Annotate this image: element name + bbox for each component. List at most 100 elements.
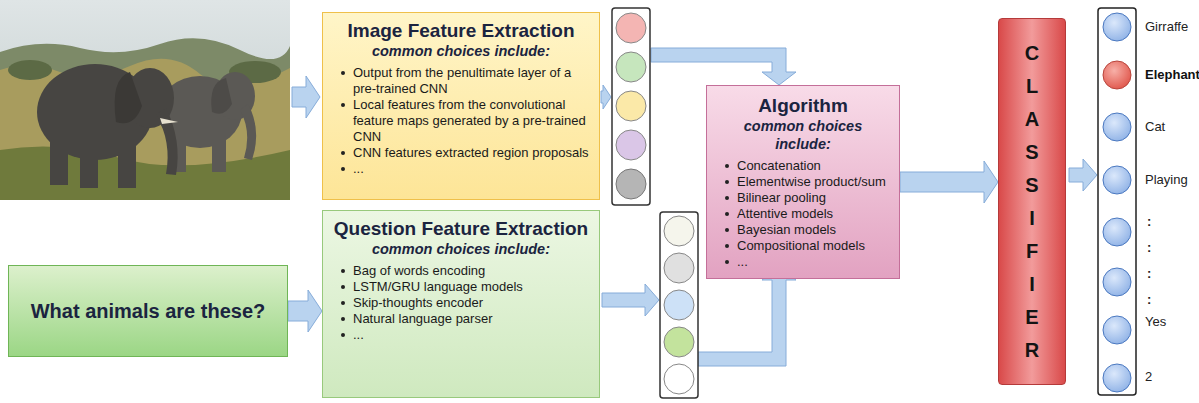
bullet-dot [341, 167, 345, 171]
vector-frame [612, 8, 650, 205]
bullet-item: LSTM/GRU language models [341, 279, 591, 295]
box-subheading: common choices include: [331, 42, 591, 60]
bullet-item: Bayesian models [725, 222, 891, 238]
vector-cell [664, 253, 694, 283]
bullet-text: Bayesian models [737, 222, 836, 238]
vector-cell [664, 290, 694, 320]
photo-tree [8, 60, 52, 80]
box-heading: Algorithm [715, 94, 891, 117]
vector-cell [616, 91, 646, 121]
bullet-dot [341, 285, 345, 289]
class-label: 2 [1145, 369, 1152, 385]
bullet-dot [341, 333, 345, 337]
output-cell [1103, 166, 1131, 194]
class-label: Girraffe [1145, 19, 1188, 35]
bullet-item: ... [725, 254, 891, 270]
bullet-text: Output from the penultimate layer of a p… [353, 65, 591, 97]
block-arrow [602, 284, 659, 316]
bullet-text: Compositional models [737, 238, 865, 254]
bullet-item: Attentive models [725, 206, 891, 222]
bullet-text: ... [353, 327, 364, 343]
box-heading: Question Feature Extraction [331, 217, 591, 240]
vector-cell [664, 216, 694, 246]
bullet-text: Local features from the convolutional fe… [353, 97, 591, 145]
feature-box: Image Feature Extractioncommon choices i… [322, 12, 600, 200]
output-cell [1103, 13, 1131, 41]
block-arrow [698, 266, 796, 366]
block-arrow [292, 76, 320, 118]
bullet-text: ... [737, 254, 748, 270]
bullet-item: Local features from the convolutional fe… [341, 97, 591, 145]
bullet-dot [341, 103, 345, 107]
block-arrow [601, 85, 611, 109]
bullet-item: Skip-thoughts encoder [341, 295, 591, 311]
bullet-item: Output from the penultimate layer of a p… [341, 65, 591, 97]
bullet-item: Bag of words encoding [341, 263, 591, 279]
bullet-dot [341, 301, 345, 305]
bullet-text: Bilinear pooling [737, 190, 826, 206]
block-arrow [288, 290, 322, 332]
bullet-text: Attentive models [737, 206, 833, 222]
bullet-dot [725, 228, 729, 232]
output-cell [1103, 218, 1131, 246]
bullet-dot [341, 71, 345, 75]
bullet-dot [725, 244, 729, 248]
box-subheading: common choices include: [331, 240, 591, 258]
output-cell [1103, 61, 1131, 89]
elephant-photo [0, 0, 290, 200]
photo-sky [0, 0, 290, 200]
bullet-dot [725, 164, 729, 168]
bullet-item: Natural language parser [341, 311, 591, 327]
bullet-text: Bag of words encoding [353, 263, 485, 279]
bullet-text: LSTM/GRU language models [353, 279, 523, 295]
node-text: What animals are these? [31, 300, 266, 323]
box-subheading: common choices include: [715, 117, 891, 153]
bullet-text: Skip-thoughts encoder [353, 295, 483, 311]
bullet-dot [341, 151, 345, 155]
photo-grass [0, 59, 290, 200]
bullet-item: CNN features extracted region proposals [341, 145, 591, 161]
algorithm-box: Algorithmcommon choices include: Concaten… [706, 85, 900, 279]
output-cell [1103, 364, 1131, 392]
output-cell [1103, 268, 1131, 296]
class-label: : [1147, 240, 1151, 256]
class-label: Cat [1145, 119, 1165, 135]
bullet-item: Elementwise product/sum [725, 174, 891, 190]
bullet-dot [341, 269, 345, 273]
class-label: : [1147, 266, 1151, 282]
vector-frame [1098, 8, 1136, 395]
block-arrow [900, 161, 998, 203]
bullet-item: Concatenation [725, 158, 891, 174]
bullet-dot [341, 317, 345, 321]
vector-cell [616, 169, 646, 199]
vector-cell [616, 52, 646, 82]
vector-cell [616, 13, 646, 43]
node-text: CLASSIFIER [1024, 37, 1039, 367]
bullet-text: Natural language parser [353, 311, 492, 327]
bullet-dot [725, 212, 729, 216]
vector-cell [616, 130, 646, 160]
bullet-text: CNN features extracted region proposals [353, 145, 589, 161]
classifier-bar: CLASSIFIER [998, 18, 1066, 385]
bullet-dot [725, 180, 729, 184]
output-vector [1098, 8, 1136, 395]
class-label: Elephant [1145, 67, 1199, 83]
question-box: What animals are these? [8, 265, 288, 357]
class-label: Playing [1145, 172, 1188, 188]
vector-frame [660, 212, 698, 398]
bullet-text: Elementwise product/sum [737, 174, 886, 190]
class-label: : [1147, 214, 1151, 230]
bullet-text: Concatenation [737, 158, 821, 174]
bullet-dot [725, 260, 729, 264]
bullet-text: ... [353, 161, 364, 177]
output-cell [1103, 316, 1131, 344]
class-label: Yes [1145, 314, 1166, 330]
vector-cell [664, 364, 694, 394]
class-label: : [1147, 292, 1151, 308]
bullet-item: ... [341, 327, 591, 343]
bullet-item: Compositional models [725, 238, 891, 254]
bullet-item: ... [341, 161, 591, 177]
vector-cell [664, 327, 694, 357]
bullet-dot [725, 196, 729, 200]
feature-box: Question Feature Extractioncommon choice… [322, 210, 600, 398]
